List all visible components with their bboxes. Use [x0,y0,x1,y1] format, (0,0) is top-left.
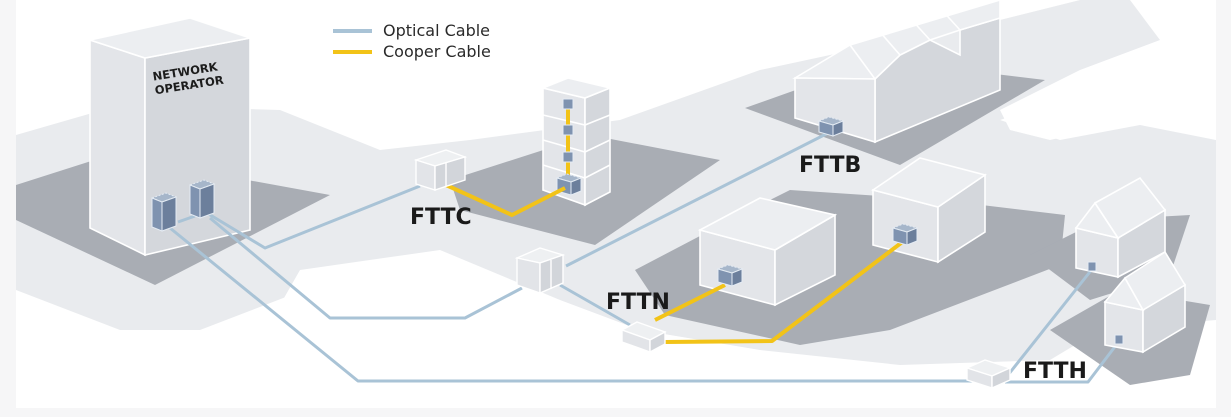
copper-cable-fttn-1 [654,283,726,322]
ftth-devices [1087,261,1124,345]
optical-cable-ftth-house2 [1005,339,1122,384]
legend-label-optical: Optical Cable [383,21,490,40]
copper-cable-fttc [445,183,566,217]
fttb-factory-building [792,0,1001,144]
optical-cable-to-fttn-cabinet [209,216,523,320]
legend-label-copper: Cooper Cable [383,42,491,61]
operator-devices [150,179,216,232]
optical-cable-to-fttc [201,184,421,250]
fttb-label: FTTB [799,153,861,178]
fttc-cabinet [413,149,468,191]
fttn-cabinet [620,321,667,354]
network-operator-building: NETWORK OPERATOR [86,17,254,257]
legend: Optical Cable Cooper Cable [333,21,491,61]
fttn-devices [716,223,919,287]
fttc-label: FTTC [410,205,472,230]
fttn-label: FTTN [606,290,670,315]
optical-cable-ftth-house1 [1006,267,1095,376]
optical-cable-to-fttn [559,283,631,327]
fttb-device [817,116,845,137]
copper-cable-fttn-2 [664,238,907,344]
ftth-label: FTTH [1023,359,1087,384]
ftth-cabinet [965,359,1012,390]
ftth-house-1 [1074,176,1167,279]
optical-cable-to-fttb [565,130,831,268]
ftth-house-2 [1103,250,1187,354]
optical-cable-to-ftth [169,226,975,383]
street-cabinet-mid [514,247,566,295]
optical-cable-operator-link [177,214,196,224]
optical-cables [169,130,1122,384]
